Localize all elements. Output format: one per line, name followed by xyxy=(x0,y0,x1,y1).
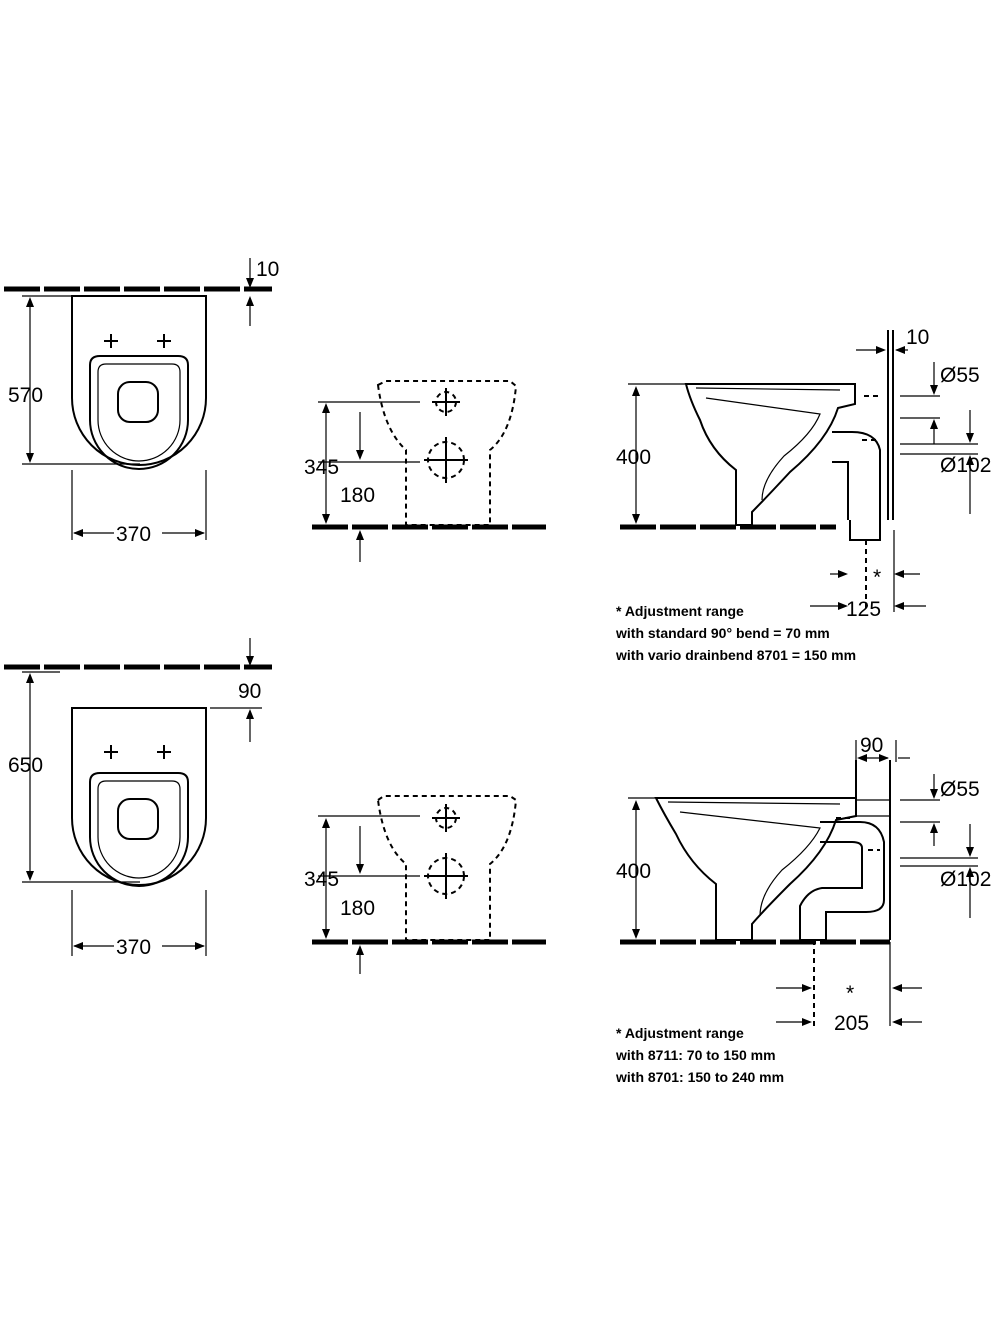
top-side-view: 400 10 Ø55 Ø102 * 125 * Adjustm xyxy=(615,326,991,663)
adjust-note-line: with 8711: 70 to 150 mm xyxy=(615,1047,776,1063)
toilet-plan-outline xyxy=(71,707,207,886)
pipe-large-label: Ø102 xyxy=(940,454,991,477)
toilet-plan-outline xyxy=(71,295,207,466)
toilet-front-outline xyxy=(376,380,518,526)
side-height-label: 400 xyxy=(616,446,651,469)
adjust-note-line: * Adjustment range xyxy=(616,1025,744,1041)
plan-height-label: 650 xyxy=(8,754,43,777)
plan-width-label: 370 xyxy=(116,936,151,959)
plan-width-label: 370 xyxy=(116,523,151,546)
plan-height-label: 570 xyxy=(8,384,43,407)
adjust-note-line: with vario drainbend 8701 = 150 mm xyxy=(615,647,856,663)
side-height-label: 400 xyxy=(616,860,651,883)
toilet-front-outline xyxy=(376,795,518,941)
side-adjust-label: 125 xyxy=(846,598,881,621)
side-offset-label: 90 xyxy=(860,734,883,757)
bowl-opening xyxy=(117,798,159,840)
seat-inner xyxy=(97,363,181,462)
fixing-hole-icon xyxy=(104,745,171,759)
fixing-hole-icon xyxy=(424,388,468,483)
front-height-label: 345 xyxy=(304,868,339,891)
front-height-label: 345 xyxy=(304,456,339,479)
side-adjust-label: 205 xyxy=(834,1012,869,1035)
toilet-side-outline xyxy=(654,797,857,941)
adjust-note-line: with standard 90° bend = 70 mm xyxy=(615,625,830,641)
top-front-view: 345 180 xyxy=(304,380,546,562)
adjust-asterisk: * xyxy=(873,566,881,589)
side-offset-label: 10 xyxy=(906,326,929,349)
fixing-hole-icon xyxy=(424,804,468,899)
pipe-large-label: Ø102 xyxy=(940,868,991,891)
pipe-small-label: Ø55 xyxy=(940,778,980,801)
bottom-side-view: 400 90 Ø55 Ø102 * 205 * Adjustment range… xyxy=(615,734,991,1085)
front-inner-label: 180 xyxy=(340,484,375,507)
bowl-opening xyxy=(117,381,159,423)
plan-offset-label: 10 xyxy=(256,258,279,281)
seat-inner xyxy=(97,780,181,879)
bottom-plan-view: 650 370 90 xyxy=(4,638,272,959)
seat-outer xyxy=(89,772,189,887)
toilet-side-outline xyxy=(684,383,856,526)
drain-pipe xyxy=(832,431,881,520)
seat-outer xyxy=(89,355,189,470)
adjust-asterisk: * xyxy=(846,982,854,1005)
fixing-hole-icon xyxy=(104,334,171,348)
bottom-front-view: 345 180 xyxy=(304,795,546,974)
adjust-note-line: with 8701: 150 to 240 mm xyxy=(615,1069,784,1085)
pipe-small-label: Ø55 xyxy=(940,364,980,387)
top-plan-view: 570 370 10 xyxy=(4,258,279,546)
plan-offset-label: 90 xyxy=(238,680,261,703)
front-inner-label: 180 xyxy=(340,897,375,920)
adjust-note-line: * Adjustment range xyxy=(616,603,744,619)
